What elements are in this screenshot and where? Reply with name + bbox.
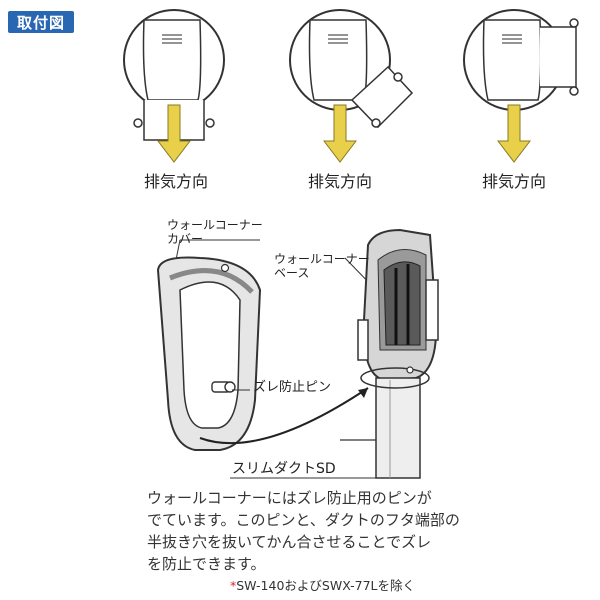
base-callout-line1: ウォールコーナー bbox=[274, 252, 370, 266]
figure-title-badge: 取付図 bbox=[8, 11, 74, 33]
description-text: ウォールコーナーにはズレ防止用のピンが でています。このピンと、ダクトのフタ端部… bbox=[147, 487, 467, 575]
base-callout: ウォールコーナー ベース bbox=[274, 252, 370, 280]
wall-corner-illustration bbox=[156, 228, 439, 479]
exhaust-figure-angled bbox=[289, 9, 414, 163]
description-line-1: ウォールコーナーにはズレ防止用のピンが bbox=[147, 489, 432, 507]
description-line-3: 半抜き穴を抜いてかん合させることでズレ bbox=[147, 533, 432, 551]
exhaust-direction-label-2: 排気方向 bbox=[307, 172, 372, 191]
cover-callout-line1: ウォールコーナー bbox=[167, 218, 263, 232]
footnote-star: * bbox=[230, 578, 237, 593]
footnote: *SW-140およびSWX-77Lを除く bbox=[230, 575, 415, 594]
exhaust-direction-label-1: 排気方向 bbox=[143, 172, 208, 191]
exhaust-figure-side bbox=[463, 9, 579, 163]
exhaust-direction-label-3: 排気方向 bbox=[481, 172, 546, 191]
cover-callout-line2: カバー bbox=[167, 232, 204, 246]
pin-callout: ズレ防止ピン bbox=[253, 380, 332, 395]
description-line-2: でています。このピンと、ダクトのフタ端部の bbox=[147, 511, 460, 529]
duct-callout: スリムダクトSD bbox=[232, 461, 336, 477]
description-line-4: を防止できます。 bbox=[147, 555, 266, 573]
base-callout-line2: ベース bbox=[274, 266, 310, 280]
exhaust-figure-straight bbox=[123, 9, 225, 163]
footnote-text: SW-140およびSWX-77Lを除く bbox=[236, 578, 416, 593]
cover-callout: ウォールコーナー カバー bbox=[167, 218, 263, 246]
